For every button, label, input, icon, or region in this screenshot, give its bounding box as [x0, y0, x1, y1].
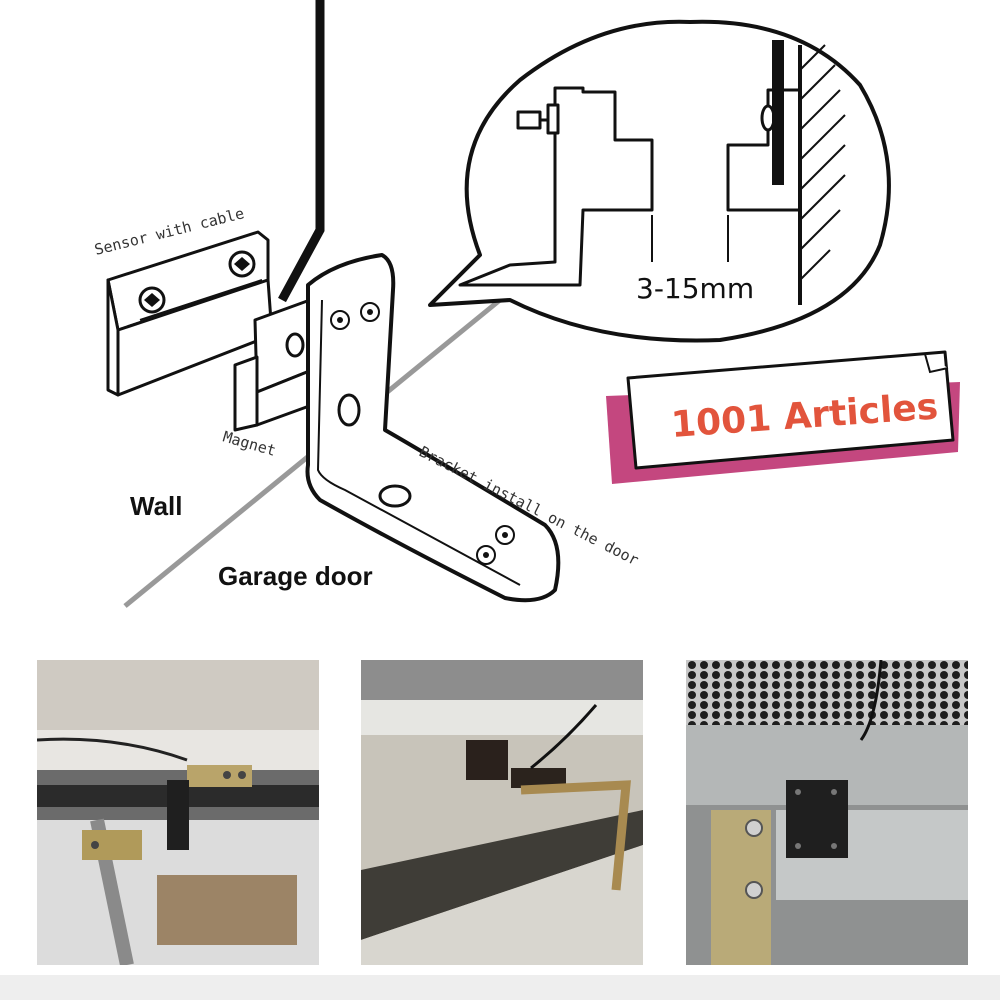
watermark-badge: 1001 Articles	[606, 350, 960, 484]
photo-sensor-on-door-track	[361, 660, 643, 965]
zoom-wall-hatch	[799, 44, 846, 281]
bracket-nut-1	[330, 310, 350, 330]
bracket-nut-2	[360, 302, 380, 322]
installation-diagram: 3-15mm Sensor with cable Magnet Bracket …	[93, 0, 960, 608]
photo-sensor-on-perforated-panel	[686, 660, 968, 965]
bottom-strip	[0, 975, 1000, 1000]
sensor-screw-left	[138, 286, 166, 314]
sensor-cable	[278, 0, 325, 303]
zoom-magnet-detail	[458, 86, 654, 287]
door-bracket	[305, 253, 561, 603]
sensor-screw-right	[228, 250, 256, 278]
gap-label: 3-15mm	[636, 272, 754, 305]
zoom-cable	[772, 40, 784, 185]
bracket-nut-3	[495, 525, 515, 545]
bracket-hole-lower	[378, 484, 412, 508]
door-bracket-inner-edge	[316, 299, 521, 586]
photo-bracket-on-door-rail	[37, 660, 319, 965]
wall-label: Wall	[130, 491, 182, 521]
bracket-nut-4	[476, 545, 496, 565]
magnet-label: Magnet	[221, 428, 278, 460]
bracket-hole-upper	[337, 393, 361, 427]
garage-door-label: Garage door	[218, 561, 373, 591]
